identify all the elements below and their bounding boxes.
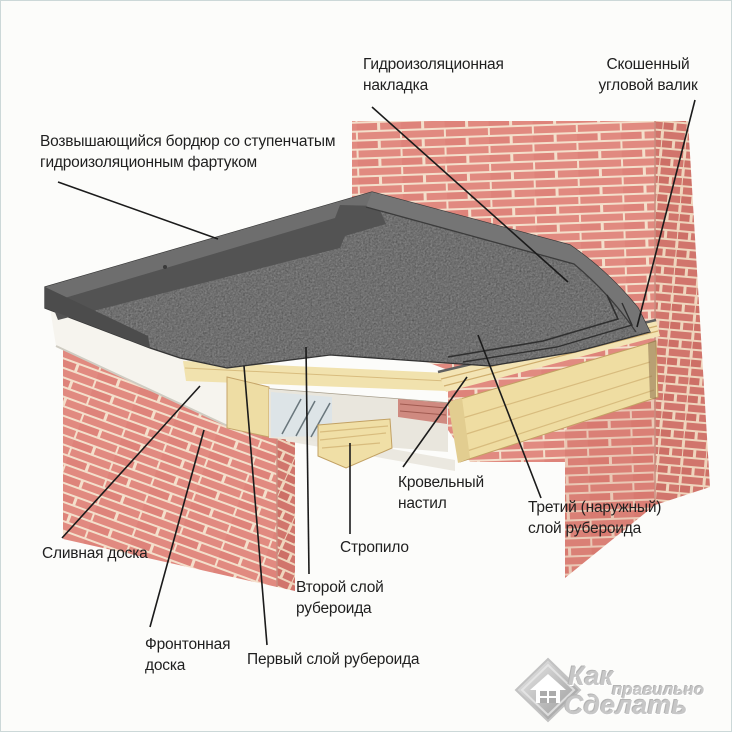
wall-flashing-edge-line [365,206,637,333]
label-first-felt-layer: Первый слой рубероида [247,649,420,670]
label-corner-roll-line1: Скошенный [606,56,690,73]
leader-third-felt-layer [477,334,542,499]
rafter-beam-grain [455,361,655,453]
label-third-felt-layer: Третий (наружный) слой рубероида [528,497,661,539]
label-first-felt-layer-line1: Первый слой рубероида [247,651,420,668]
rafter-end-grain [319,425,389,449]
label-drain-board: Сливная доска [42,543,148,564]
label-waterproof-overlay: Гидроизоляционная накладка [363,54,504,96]
border-stepped-apron [51,205,386,320]
label-drain-board-line1: Сливная доска [42,545,148,562]
label-rafter: Стропило [340,537,409,558]
label-gable-board-line1: Фронтонная [145,636,231,653]
gable-board-timber [183,361,448,391]
wall-flashing-overlay [366,192,650,332]
label-roof-deck-line2: настил [398,495,447,512]
label-second-felt-layer-line1: Второй слой [296,579,384,596]
leader-waterproof-overlay [371,106,569,283]
label-waterproof-overlay-line2: накладка [363,77,428,94]
label-waterproof-overlay-line1: Гидроизоляционная [363,56,504,73]
curb-fastener-dot [163,265,167,269]
label-corner-roll-line2: угловой валик [598,77,698,94]
leader-roof-deck [402,376,468,468]
label-raised-border-line1: Возвышающийся бордюр со ступенчатым [40,133,336,150]
house-icon [530,674,566,703]
leader-corner-roll [636,99,696,328]
label-second-felt-layer-line2: рубероида [296,600,372,617]
watermark-word-kak: Как [568,661,614,691]
drain-board-shadow-edge [55,345,233,429]
leader-drain-board [61,385,201,539]
leader-second-felt-layer [305,346,310,575]
label-third-felt-layer-line2: слой рубероида [528,520,642,537]
felt-layer-step-lines [447,294,633,363]
label-corner-roll: Скошенный угловой валик [580,54,716,96]
label-rafter-line1: Стропило [340,539,409,556]
label-second-felt-layer: Второй слой рубероида [296,577,384,619]
label-gable-board-line2: доска [145,657,186,674]
house-diamond-logo [514,657,582,723]
rafter-end-wedge [317,418,393,469]
leader-raised-border [57,181,219,240]
brick-pier-side-face [277,423,295,591]
leader-first-felt-layer [243,365,268,646]
rafter-beam-end-face [448,398,470,463]
gable-board-grain [184,367,448,382]
label-third-felt-layer-line1: Третий (наружный) [528,499,662,516]
opening-rafter-hatching [281,398,331,438]
label-roof-deck: Кровельный настил [398,472,484,514]
bricks-through-opening-lines [399,403,447,416]
border-curb-end-face [45,287,150,348]
label-raised-border-line2: гидроизоляционным фартуком [40,154,257,171]
leader-gable-board [149,429,205,628]
watermark-word-pravilno: правильно [612,680,705,699]
watermark-word-sdelat: Сделать [564,690,688,720]
label-raised-border: Возвышающийся бордюр со ступенчатым гидр… [40,131,335,173]
beam-wall-socket-shadow [648,340,656,399]
border-curb-top [45,192,378,302]
brick-wall-corner-side-face [655,121,710,505]
label-gable-board: Фронтонная доска [145,634,230,676]
leader-lines [57,99,696,646]
brick-wall-lower-shade [565,392,655,578]
label-roof-deck-line1: Кровельный [398,474,484,491]
watermark: Как правильно Сделать [498,653,730,728]
